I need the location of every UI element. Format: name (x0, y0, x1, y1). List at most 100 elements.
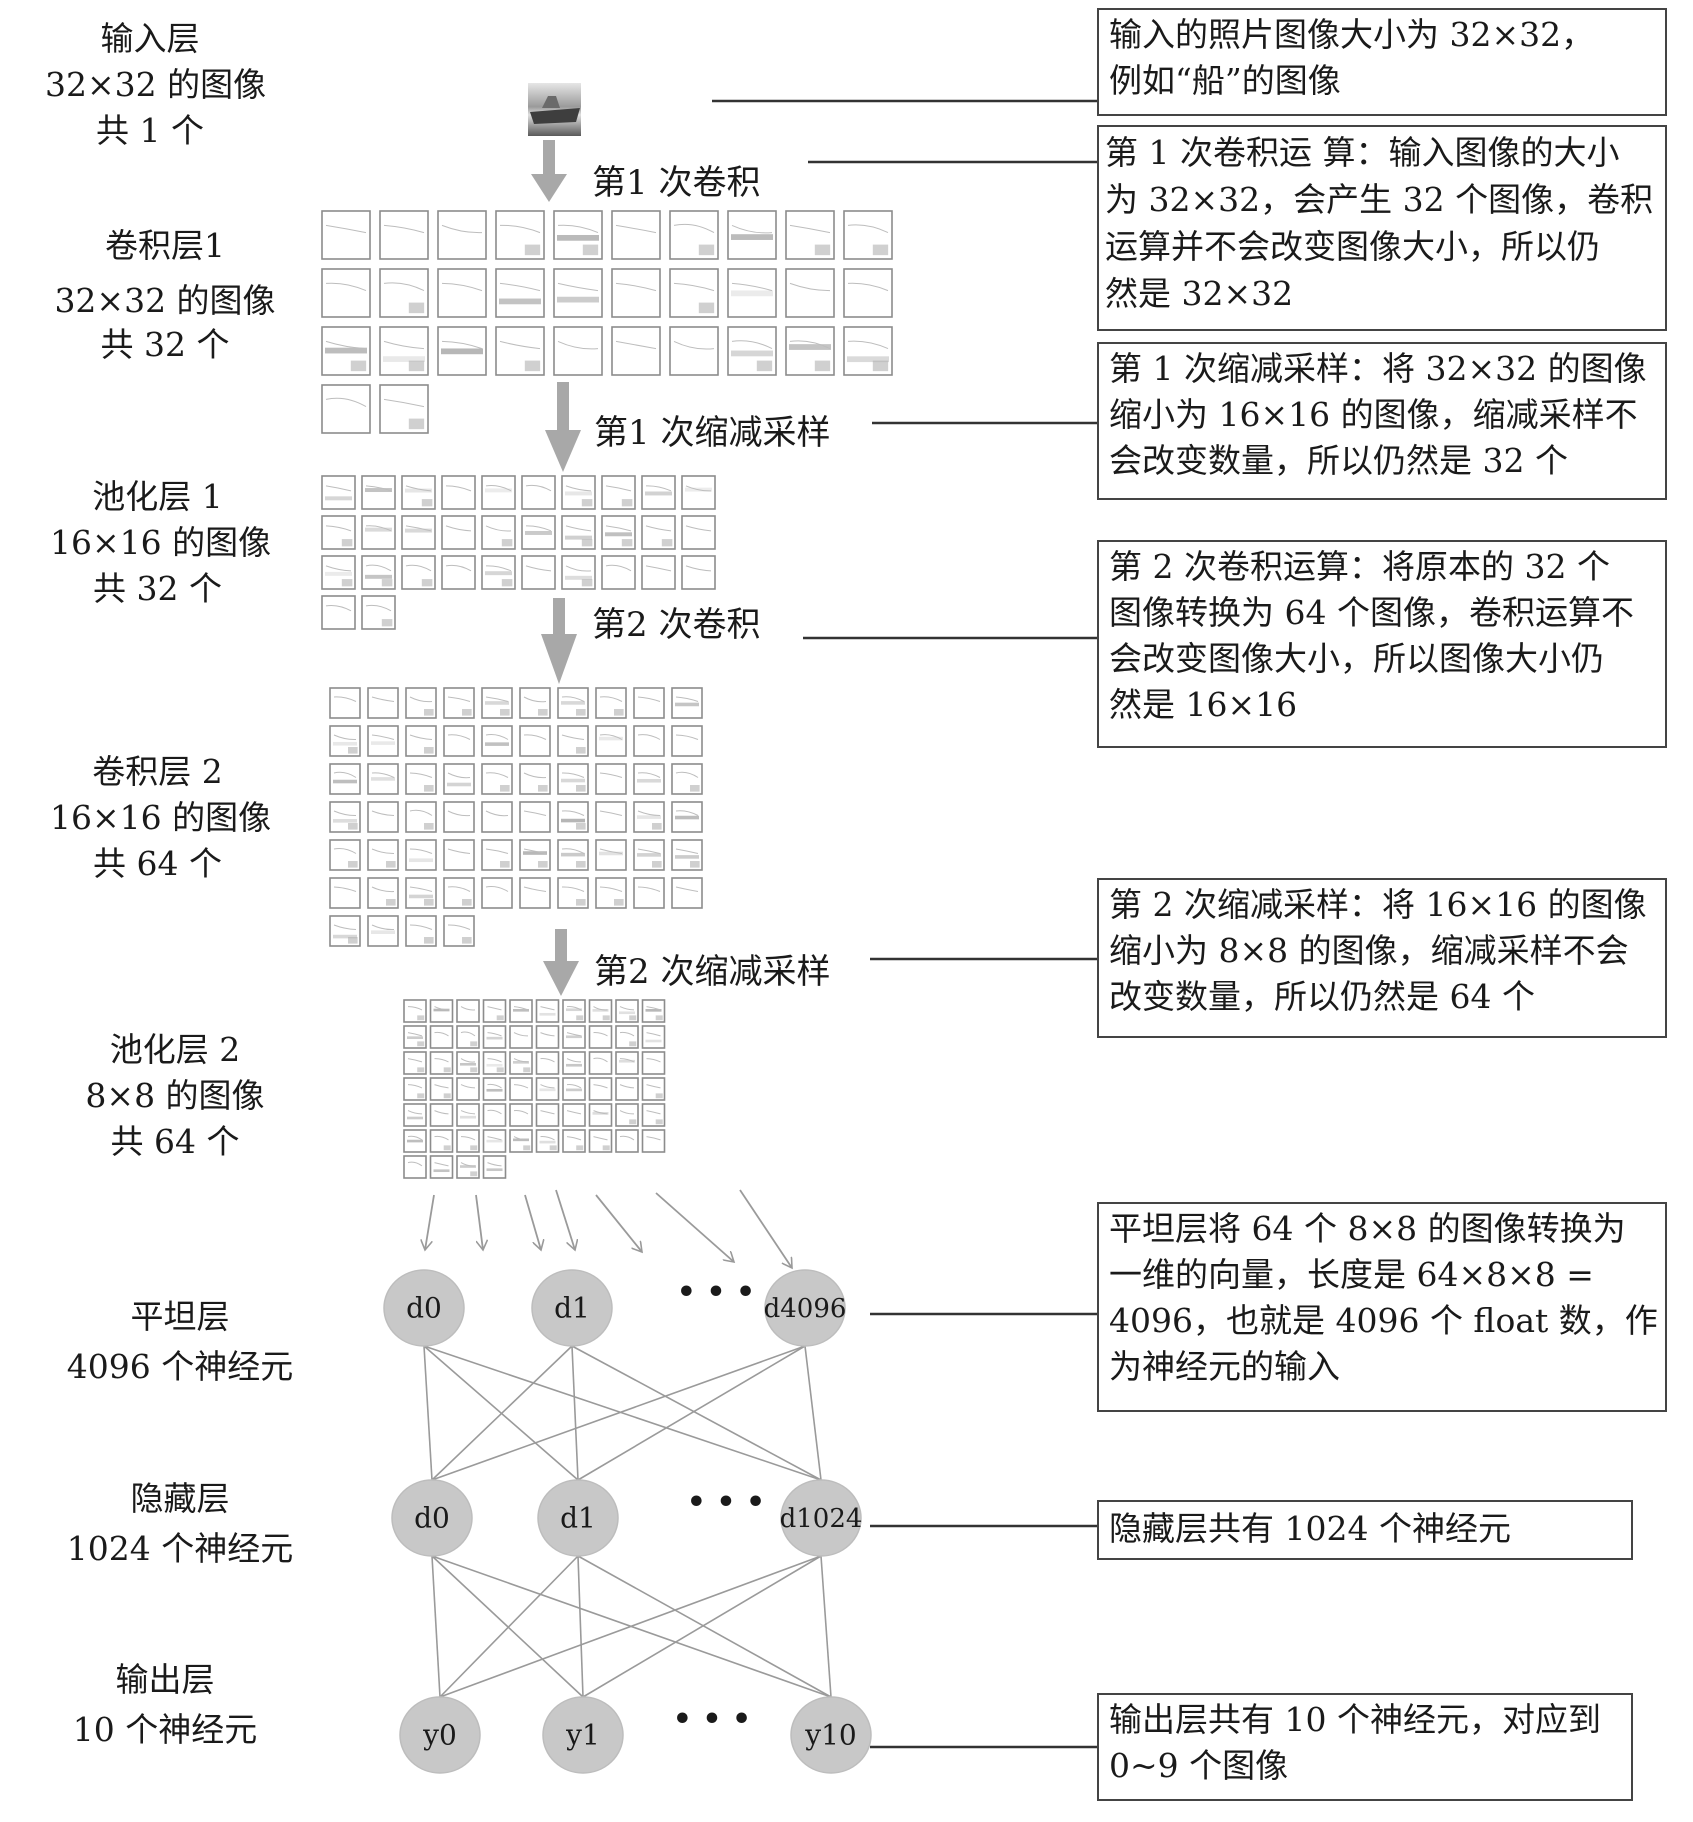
feature-map (535, 1051, 560, 1075)
feature-map (509, 1051, 533, 1075)
feature-map (495, 268, 545, 318)
feature-map (671, 763, 703, 795)
feature-map (443, 877, 475, 909)
neuron-hidden-0: d0 (391, 1479, 473, 1557)
feature-map (429, 1051, 454, 1075)
feature-map (361, 595, 396, 630)
neuron-label: d4096 (764, 1294, 847, 1324)
feature-map (669, 268, 719, 318)
note-output: 输出层共有 10 个神经元，对应到 0~9 个图像 (1097, 1693, 1633, 1801)
feature-map (482, 1129, 507, 1153)
feature-map (481, 801, 513, 833)
neuron-flatten-0: d0 (383, 1269, 465, 1347)
feature-map (641, 999, 666, 1023)
feature-map (443, 725, 475, 757)
feature-map (443, 763, 475, 795)
feature-map (633, 877, 665, 909)
feature-map (481, 725, 513, 757)
feature-map (519, 877, 551, 909)
neuron-hidden-1: d1 (537, 1479, 619, 1557)
feature-map (403, 1051, 427, 1075)
neuron-output-1: y1 (542, 1696, 624, 1774)
feature-map (681, 555, 716, 590)
feature-map (561, 515, 596, 550)
feature-map (481, 475, 516, 510)
ellipsis-flatten: • • • (677, 1275, 755, 1310)
feature-map (611, 268, 661, 318)
step-label-pool1: 第1 次缩减采样 (594, 413, 831, 453)
connection-line (431, 1555, 441, 1698)
feature-map (429, 1129, 454, 1153)
connection-line (577, 1345, 806, 1481)
feature-map (321, 326, 371, 376)
neuron-output-0: y0 (399, 1696, 481, 1774)
feature-map (443, 915, 475, 947)
neuron-label: y0 (422, 1719, 457, 1752)
ellipsis-output: • • • (673, 1702, 751, 1737)
feature-map (367, 915, 399, 947)
feature-map (367, 801, 399, 833)
feature-maps-conv1 (321, 210, 893, 434)
feature-map (615, 1103, 639, 1127)
dense-connections (423, 1345, 832, 1698)
note-hidden: 隐藏层共有 1024 个神经元 (1097, 1500, 1633, 1560)
feature-map (588, 1103, 613, 1127)
feature-map (553, 210, 603, 260)
feature-map (669, 326, 719, 376)
feature-map (562, 1025, 586, 1049)
connection-line (571, 1345, 579, 1481)
feature-map (615, 1129, 639, 1153)
feature-map (482, 999, 507, 1023)
feature-map (441, 515, 476, 550)
feature-map (535, 1103, 560, 1127)
feature-map (361, 515, 396, 550)
feature-map (633, 687, 665, 719)
feature-map (641, 1077, 666, 1101)
connection-line (423, 1345, 433, 1481)
flatten-arrows (425, 1189, 792, 1268)
feature-map (595, 801, 627, 833)
feature-map (671, 877, 703, 909)
feature-map (429, 999, 454, 1023)
down-arrow-icon (543, 929, 579, 996)
feature-map (329, 725, 361, 757)
neuron-flatten-1: d1 (531, 1269, 613, 1347)
feature-map (681, 515, 716, 550)
feature-map (405, 687, 437, 719)
feature-map (403, 1077, 427, 1101)
feature-map (521, 515, 556, 550)
feature-map (405, 725, 437, 757)
feature-map (843, 268, 893, 318)
feature-map (611, 326, 661, 376)
feature-map (429, 1025, 454, 1049)
connection-line (423, 1345, 822, 1481)
feature-map (611, 210, 661, 260)
feature-map (401, 555, 436, 590)
step-label-conv1: 第1 次卷积 (592, 163, 761, 203)
feature-map (633, 763, 665, 795)
feature-map (669, 210, 719, 260)
connection-line (571, 1345, 822, 1481)
feature-map (361, 475, 396, 510)
feature-map (588, 1129, 613, 1153)
feature-map (429, 1155, 454, 1179)
feature-map (379, 268, 429, 318)
feature-map (671, 801, 703, 833)
feature-map (562, 1077, 586, 1101)
feature-map (367, 687, 399, 719)
feature-map (437, 268, 487, 318)
feature-maps-pool1 (321, 475, 716, 630)
feature-map (641, 555, 676, 590)
feature-map (509, 1025, 533, 1049)
feature-map (615, 999, 639, 1023)
feature-map (561, 555, 596, 590)
feature-map (443, 839, 475, 871)
feature-map (403, 999, 427, 1023)
feature-map (509, 1103, 533, 1127)
feature-map (521, 555, 556, 590)
feature-map (601, 555, 636, 590)
feature-map (785, 326, 835, 376)
feature-map (588, 1077, 613, 1101)
connection-line (804, 1345, 822, 1481)
feature-map (557, 839, 589, 871)
